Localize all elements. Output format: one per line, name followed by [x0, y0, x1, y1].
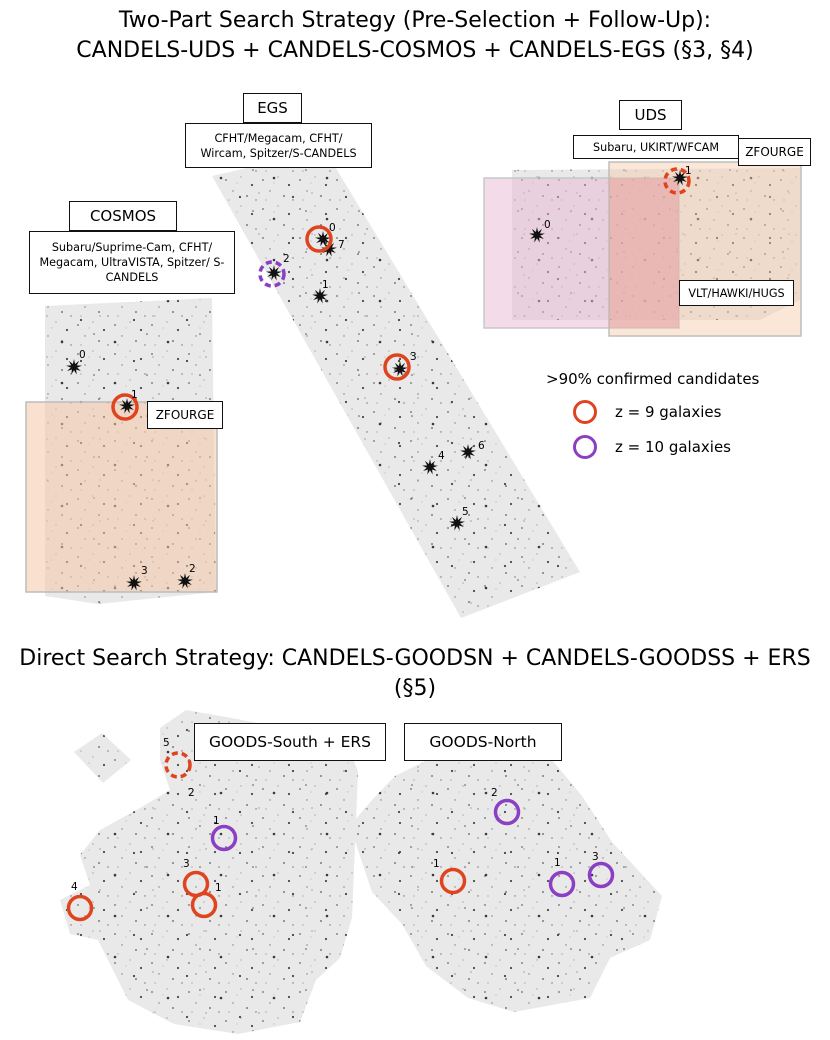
- egs-z10-ring-2: [258, 260, 286, 288]
- egs-label-6: 6: [478, 440, 485, 452]
- uds-label-0: 0: [544, 219, 551, 231]
- cosmos-star-0: [66, 359, 82, 375]
- legend-item-z10: z = 10 galaxies: [573, 435, 731, 459]
- egs-star-7: [321, 241, 337, 257]
- uds-star-1: [672, 170, 688, 186]
- cosmos-name-box: COSMOS: [69, 201, 177, 231]
- egs-instruments-box: CFHT/Megacam, CFHT/ Wircam, Spitzer/S-CA…: [185, 123, 372, 168]
- cosmos-label-2: 2: [189, 563, 196, 575]
- uds-instruments-box: Subaru, UKIRT/WFCAM: [573, 135, 739, 159]
- gn-label-1b: 1: [554, 857, 561, 869]
- cosmos-field: [25, 298, 218, 604]
- uds-vlt-box: VLT/HAWKI/HUGS: [679, 280, 794, 306]
- cosmos-label-1: 1: [131, 389, 138, 401]
- cosmos-instruments-box: Subaru/Suprime-Cam, CFHT/ Megacam, Ultra…: [29, 231, 235, 294]
- egs-label-3: 3: [410, 351, 417, 363]
- legend-item-z9: z = 9 galaxies: [573, 400, 721, 424]
- top-title-line1: Two-Part Search Strategy (Pre-Selection …: [118, 8, 712, 33]
- egs-star-4: [422, 459, 438, 475]
- gn-label-2: 2: [491, 787, 498, 799]
- gs-label-5: 5: [163, 737, 170, 749]
- cosmos-z9-ring: [111, 393, 139, 421]
- gs-z9-ring-4: [66, 894, 94, 922]
- gn-z9-ring-1: [439, 867, 467, 895]
- gn-z10-ring-1: [548, 870, 576, 898]
- egs-star-2: [266, 265, 282, 281]
- gs-label-2: 2: [188, 787, 195, 799]
- legend-z9-label: z = 9 galaxies: [615, 403, 722, 421]
- gs-z10-ring-1: [210, 824, 238, 852]
- uds-pink-region: [483, 177, 680, 329]
- cosmos-star-1: [119, 398, 135, 414]
- goods-south-name-box: GOODS-South + ERS: [194, 723, 386, 761]
- candidate-rings: [66, 167, 691, 922]
- egs-z9-ring-3: [383, 353, 411, 381]
- cosmos-label-0: 0: [79, 349, 86, 361]
- egs-name-box: EGS: [243, 93, 302, 123]
- legend-z10-ring-icon: [573, 435, 597, 459]
- cosmos-star-3: [126, 575, 142, 591]
- gs-label-1a: 1: [213, 815, 220, 827]
- top-title-line2: CANDELS-UDS + CANDELS-COSMOS + CANDELS-E…: [76, 38, 754, 63]
- uds-name-box: UDS: [619, 100, 682, 130]
- uds-field: [483, 161, 802, 337]
- gs-z9-ring-1: [190, 891, 218, 919]
- gs-label-3: 3: [183, 858, 190, 870]
- egs-label-7: 7: [338, 239, 345, 251]
- legend-title: >90% confirmed candidates: [546, 370, 760, 388]
- egs-label-4: 4: [438, 450, 445, 462]
- bottom-title-line2: (§5): [393, 676, 437, 701]
- uds-overlap-region: [609, 178, 679, 328]
- egs-star-3: [392, 361, 408, 377]
- uds-zfourge-box: ZFOURGE: [738, 138, 811, 166]
- goods-north-field: [350, 748, 662, 1012]
- cosmos-zfourge-region: [25, 401, 218, 593]
- uds-label-1: 1: [685, 165, 692, 177]
- gs-z9-ring-5: [164, 751, 192, 779]
- gn-z10-ring-3: [587, 861, 615, 889]
- egs-star-1: [312, 288, 328, 304]
- gn-label-3: 3: [592, 851, 599, 863]
- gn-z10-ring-2: [493, 798, 521, 826]
- bottom-title-line1: Direct Search Strategy: CANDELS-GOODSN +…: [19, 646, 811, 671]
- egs-label-2: 2: [283, 253, 290, 265]
- egs-star-5: [449, 515, 465, 531]
- egs-star-0: [315, 231, 331, 247]
- legend-z10-label: z = 10 galaxies: [615, 438, 731, 456]
- uds-vlt-region: [608, 161, 802, 337]
- egs-z9-ring-0: [305, 225, 333, 253]
- egs-label-5: 5: [462, 506, 469, 518]
- goods-south-field: [60, 710, 358, 1034]
- gn-label-1a: 1: [433, 858, 440, 870]
- egs-label-0: 0: [329, 222, 336, 234]
- gs-label-4: 4: [71, 881, 78, 893]
- legend-z9-ring-icon: [573, 400, 597, 424]
- egs-label-1: 1: [322, 279, 329, 291]
- candidate-markers: [66, 170, 688, 591]
- egs-star-6: [460, 444, 476, 460]
- goods-north-name-box: GOODS-North: [404, 723, 562, 761]
- cosmos-label-3: 3: [141, 565, 148, 577]
- uds-star-0: [529, 227, 545, 243]
- cosmos-star-2: [177, 573, 193, 589]
- gs-label-1b: 1: [215, 882, 222, 894]
- egs-field: [212, 150, 580, 618]
- uds-z9-ring-1: [663, 167, 691, 195]
- cosmos-zfourge-box: ZFOURGE: [147, 401, 223, 429]
